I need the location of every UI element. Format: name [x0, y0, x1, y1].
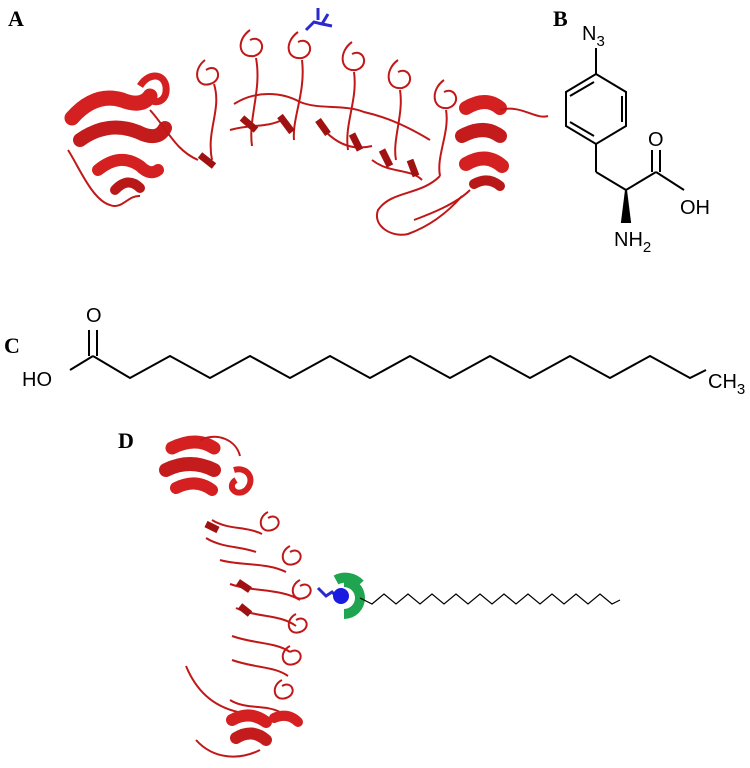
panel-d-protein-ribbon [159, 435, 312, 758]
hydroxyl-label-b: OH [680, 197, 710, 219]
panel-a-beta-strands [197, 113, 420, 178]
panel-b-label: B [553, 6, 568, 31]
panel-d-green-shield [344, 577, 365, 619]
panel-a-helix-cap-right [375, 95, 549, 236]
panel-a-helix-cap-left [64, 72, 199, 208]
panel-a-protein-ribbon [64, 8, 549, 236]
amine-label: NH2 [614, 229, 651, 256]
carbonyl-o-label: O [648, 129, 664, 151]
panel-d-lipid-tail [359, 593, 621, 605]
panel-c-fatty-acid-chain [69, 330, 707, 380]
panel-d-blue-bead [333, 588, 349, 604]
panel-d-label: D [118, 428, 134, 453]
panel-a-label: A [8, 6, 24, 31]
hydroxyl-label-c: HO [22, 369, 52, 391]
panel-b-structure [565, 48, 685, 223]
panel-a-repeat-loops [196, 29, 458, 181]
azide-label: N3 [582, 23, 605, 50]
methyl-label: CH3 [708, 371, 745, 398]
panel-a-azide-sidechain [304, 8, 333, 32]
panel-d-beta-strands [204, 520, 253, 617]
carbonyl-o-label-c: O [86, 305, 102, 327]
panel-d-green-shield-back [333, 572, 364, 588]
panel-c-label: C [4, 333, 20, 358]
